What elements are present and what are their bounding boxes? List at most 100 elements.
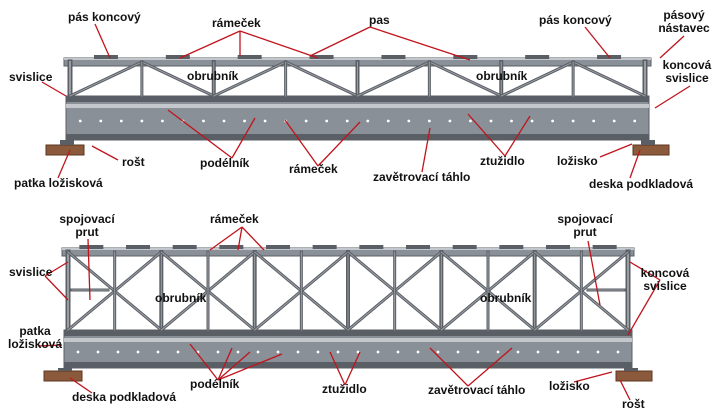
diagonal-highlight — [213, 61, 287, 97]
label-obrubnik-top-left: obrubník — [187, 69, 239, 83]
label-obrubnik-bottom-right: obrubník — [480, 291, 532, 305]
label-svislice-bottom: svislice — [9, 265, 53, 279]
top-frame-block — [359, 245, 384, 249]
bolt — [243, 119, 246, 123]
bolt — [633, 119, 637, 123]
bolt — [612, 119, 616, 123]
bolt — [396, 350, 400, 354]
bolt — [136, 350, 140, 354]
label-lozisko-bottom: ložisko — [549, 379, 590, 393]
leader-line — [231, 117, 256, 159]
label-koncova-svislice-b: svislice — [643, 279, 687, 293]
label-podelnik-bottom: podélník — [190, 377, 240, 391]
leader-line — [217, 351, 251, 381]
bolt — [436, 350, 440, 354]
label-pas: pas — [369, 13, 390, 27]
top-frame-block — [546, 245, 570, 249]
diagonal-highlight — [356, 61, 431, 97]
bolt — [576, 350, 580, 354]
deck-top-band — [64, 330, 632, 336]
leader-line — [329, 351, 346, 386]
label-spojovaci-right-2: prut — [573, 225, 597, 239]
leader-line — [573, 371, 613, 383]
truss-bottom-view — [43, 245, 653, 382]
label-patka-loziskova-top: patka ložisková — [14, 176, 103, 190]
bolt — [161, 119, 164, 123]
label-rost-bottom: rošt — [622, 397, 645, 411]
leader-line — [309, 26, 371, 57]
label-spojovaci-left-2: prut — [75, 225, 99, 239]
leader-line — [87, 238, 91, 301]
leader-line — [421, 127, 431, 173]
leader-line — [584, 26, 611, 59]
label-pasovy: pásový — [663, 8, 705, 22]
label-koncova-svislice: svislice — [665, 71, 709, 85]
bearing-left — [60, 140, 74, 145]
bolt — [96, 350, 100, 354]
leader-line — [217, 353, 283, 381]
label-nastavec: nástavec — [658, 21, 710, 35]
leader-line — [627, 279, 661, 336]
pad-left — [43, 370, 83, 382]
top-frame-block — [499, 245, 524, 249]
bolt — [76, 350, 80, 354]
bolt — [119, 119, 123, 123]
bolt — [356, 350, 360, 354]
leader-line — [344, 351, 361, 386]
label-spojovaci-right-1: spojovací — [557, 212, 613, 226]
bearing-right — [641, 140, 655, 145]
top-frame-block — [93, 55, 118, 59]
label-lozisko-top: ložisko — [557, 154, 598, 168]
leader-line — [91, 145, 119, 161]
label-spojovaci-prut-right: spojovací prut — [552, 213, 618, 239]
leader-line — [44, 261, 69, 277]
top-frame-block — [453, 55, 478, 59]
top-frame-block — [237, 55, 262, 59]
leader-line — [629, 261, 661, 281]
leader-line — [237, 226, 243, 251]
bolt — [496, 350, 500, 354]
pad-left — [45, 144, 85, 156]
label-podelnik-top: podélník — [200, 156, 250, 170]
top-chord-highlight — [62, 248, 634, 250]
top-frame-block — [309, 55, 334, 59]
bolt — [156, 350, 160, 354]
bolt — [551, 119, 554, 123]
bolt — [256, 350, 260, 354]
bearing-right — [624, 368, 638, 371]
label-obrubnik-bottom-left: obrubník — [155, 291, 207, 305]
label-koncova-b: koncová — [640, 266, 690, 280]
bolt — [336, 350, 340, 354]
label-spojovaci-prut-left: spojovací prut — [54, 213, 120, 239]
diagonal-highlight — [69, 61, 143, 97]
label-ramecek-bottom: rámeček — [210, 212, 259, 226]
leader-lines — [37, 23, 691, 401]
deck-light-band — [64, 338, 632, 342]
diagonal-highlight — [500, 61, 574, 97]
label-koncova: koncová — [662, 58, 712, 72]
bolt — [236, 350, 240, 354]
leader-line — [209, 226, 243, 251]
label-zavetrovaci-tahlo-bottom: zavětrovací táhlo — [428, 383, 526, 397]
bolt — [78, 119, 82, 123]
bolt — [616, 350, 620, 354]
leader-line — [654, 85, 691, 109]
bolt — [296, 350, 300, 354]
top-frame-block — [79, 245, 104, 249]
bolt — [592, 119, 596, 123]
deck-bottom-band — [64, 362, 632, 368]
label-patka-loziskova-bottom: patka ložisková — [2, 325, 68, 351]
bolt — [316, 350, 320, 354]
deck-light-band — [66, 104, 649, 108]
leader-line — [369, 26, 471, 61]
leader-line — [284, 119, 319, 167]
truss-top-view — [45, 55, 670, 156]
label-obrubnik-top-right: obrubník — [476, 69, 528, 83]
label-ramecek-bottom-top: rámeček — [289, 162, 338, 176]
bolt — [416, 350, 420, 354]
bolt — [222, 119, 226, 123]
leader-line — [429, 347, 469, 387]
leader-line — [94, 23, 111, 59]
label-patka-2: ložisková — [7, 337, 63, 351]
